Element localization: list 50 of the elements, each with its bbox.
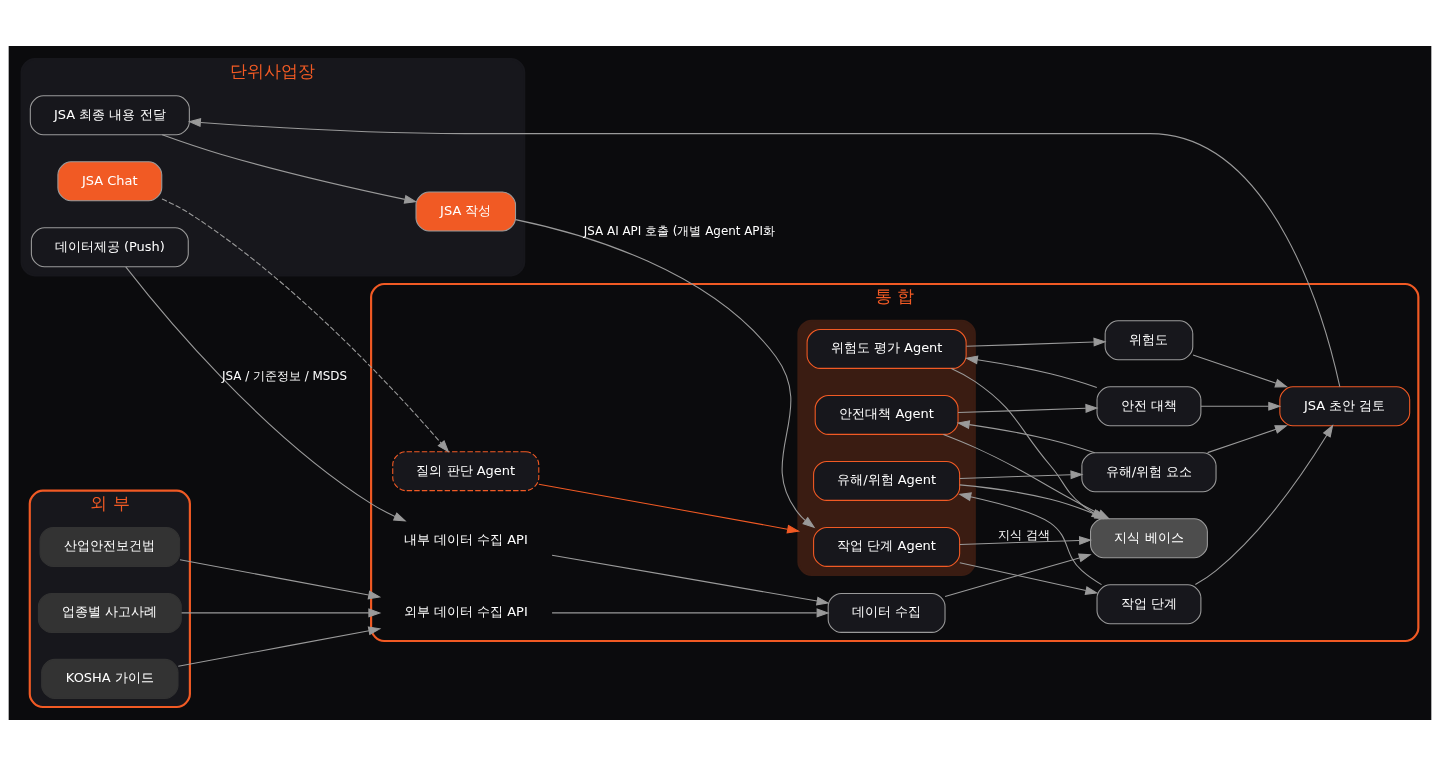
- arrow: [1200, 401, 1282, 411]
- arrow: [179, 559, 382, 600]
- arrow: [161, 198, 450, 453]
- edge-label: JSA AI API 호출 (개별 Agent API화: [583, 224, 776, 239]
- arrow: [957, 403, 1099, 414]
- node-box: 질의 판단 Agent: [392, 451, 540, 492]
- node-box: 유해/위험 Agent: [813, 460, 961, 501]
- node-box: 데이터제공 (Push): [30, 227, 189, 268]
- arrow: [125, 266, 407, 522]
- node-box: JSA Chat: [57, 161, 163, 202]
- arrow: [944, 553, 1092, 597]
- node-box: JSA 작성: [415, 191, 517, 232]
- node-box: JSA 초안 검토: [1279, 386, 1411, 427]
- node-box: 위험도 평가 Agent: [806, 328, 967, 369]
- node-box: 위험도: [1104, 320, 1194, 361]
- arrow: [959, 536, 1093, 546]
- node-box: 데이터 수집: [827, 592, 946, 633]
- arrow: [958, 492, 1103, 586]
- node-box: 지식 베이스: [1090, 518, 1208, 559]
- node-box: KOSHA 가이드: [41, 658, 179, 699]
- edge-label: JSA / 기준정보 / MSDS: [222, 369, 348, 384]
- arrow: [965, 337, 1107, 347]
- node-box: 작업 단계: [1096, 584, 1202, 625]
- arrow: [181, 608, 382, 618]
- arrow: [538, 483, 801, 534]
- node-text: 외부 데이터 수집 API: [403, 604, 528, 620]
- arrow: [551, 554, 830, 606]
- arrow: [1194, 424, 1334, 586]
- cluster: [797, 319, 976, 577]
- node-box: JSA 최종 내용 전달: [29, 95, 190, 136]
- arrow: [161, 134, 418, 204]
- node-box: 안전대책 Agent: [814, 394, 959, 435]
- arrow: [950, 367, 1105, 520]
- arrow: [187, 117, 1341, 388]
- arrow: [959, 470, 1084, 480]
- arrow: [964, 355, 1098, 388]
- arrow: [1192, 354, 1289, 388]
- node-box: 유해/위험 요소: [1081, 452, 1217, 493]
- arrow: [1207, 425, 1288, 454]
- edge-label: 지식 검색: [998, 528, 1050, 543]
- arrow: [515, 219, 816, 529]
- arrow: [551, 608, 830, 618]
- node-box: 작업 단계 Agent: [813, 526, 961, 567]
- node-text: 내부 데이터 수집 API: [403, 531, 528, 547]
- arrow: [956, 420, 1096, 454]
- arrow: [177, 626, 382, 667]
- arrow: [959, 562, 1099, 595]
- node-box: 안전 대책: [1096, 386, 1202, 427]
- node-box: 업종별 사고사례: [37, 592, 182, 633]
- node-box: 산업안전보건법: [39, 526, 181, 567]
